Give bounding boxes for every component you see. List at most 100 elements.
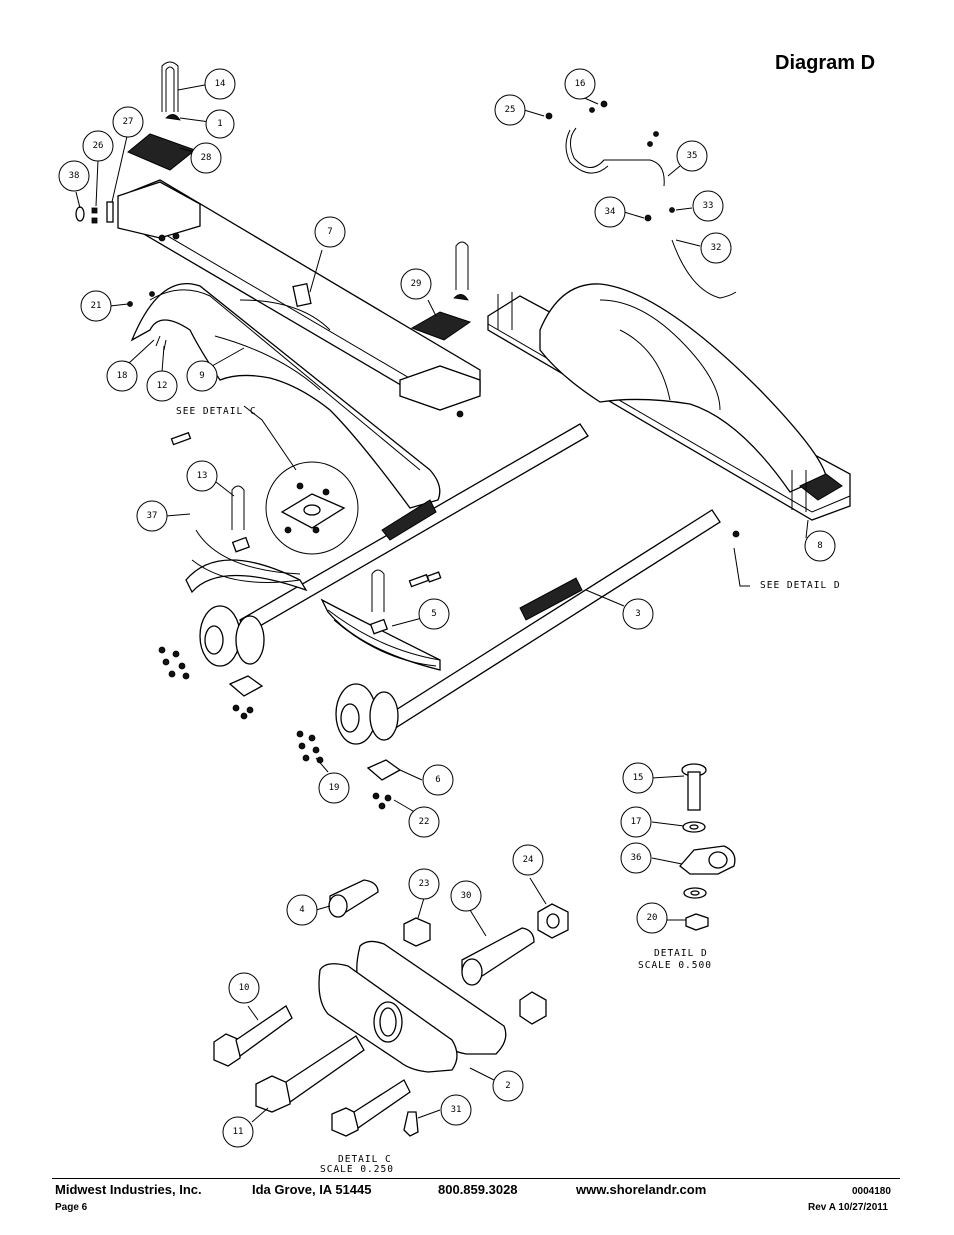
- svg-text:11: 11: [233, 1127, 244, 1137]
- detail-d-scale: SCALE 0.500: [638, 960, 712, 971]
- tie-plate-6: [366, 759, 402, 781]
- detail-c-title: DETAIL C: [338, 1154, 392, 1165]
- callout-32: 32: [700, 232, 732, 264]
- callout-34: 34: [594, 196, 626, 228]
- callout-23: 23: [408, 868, 440, 900]
- svg-text:28: 28: [201, 153, 212, 163]
- callout-9: 9: [186, 360, 218, 392]
- u-bolt-14: [161, 61, 179, 112]
- svg-text:31: 31: [451, 1105, 462, 1115]
- callout-16: 16: [564, 68, 596, 100]
- callout-37: 37: [136, 500, 168, 532]
- svg-text:20: 20: [647, 913, 658, 923]
- svg-text:29: 29: [411, 279, 422, 289]
- svg-text:7: 7: [327, 227, 332, 237]
- callout-24: 24: [512, 844, 544, 876]
- callout-13: 13: [186, 460, 218, 492]
- callout-38: 38: [58, 160, 90, 192]
- callout-18: 18: [106, 360, 138, 392]
- callout-2: 2: [492, 1070, 524, 1102]
- footer-city: Ida Grove, IA 51445: [252, 1182, 372, 1197]
- svg-text:25: 25: [505, 105, 516, 115]
- svg-text:24: 24: [523, 855, 534, 865]
- callout-19: 19: [318, 772, 350, 804]
- detail-c-bubble: [265, 461, 359, 555]
- footer-divider: [52, 1178, 900, 1179]
- svg-text:12: 12: [157, 381, 168, 391]
- callout-8: 8: [804, 530, 836, 562]
- callout-11: 11: [222, 1116, 254, 1148]
- svg-text:37: 37: [147, 511, 158, 521]
- callout-6: 6: [422, 764, 454, 796]
- leader-lines: [75, 83, 809, 1123]
- svg-text:26: 26: [93, 141, 104, 151]
- svg-text:16: 16: [575, 79, 586, 89]
- svg-text:38: 38: [69, 171, 80, 181]
- svg-text:5: 5: [431, 609, 436, 619]
- callout-7: 7: [314, 216, 346, 248]
- brake-line-35: [570, 127, 665, 187]
- footer-phone: 800.859.3028: [438, 1182, 518, 1197]
- callout-29: 29: [400, 268, 432, 300]
- u-bolt-29: [455, 241, 469, 290]
- svg-text:22: 22: [419, 817, 430, 827]
- callout-33: 33: [692, 190, 724, 222]
- detail-d-parts: [679, 763, 736, 931]
- callout-36: 36: [620, 842, 652, 874]
- callout-17: 17: [620, 806, 652, 838]
- axle-rear: [320, 509, 721, 745]
- callout-26: 26: [82, 130, 114, 162]
- pad-29: [410, 311, 472, 341]
- footer-doc-number: 0004180: [852, 1186, 891, 1197]
- svg-text:18: 18: [117, 371, 128, 381]
- svg-text:1: 1: [217, 119, 222, 129]
- footer-website: www.shorelandr.com: [576, 1182, 707, 1197]
- callout-15: 15: [622, 762, 654, 794]
- callout-22: 22: [408, 806, 440, 838]
- svg-text:30: 30: [461, 891, 472, 901]
- footer-company: Midwest Industries, Inc.: [55, 1182, 202, 1197]
- callout-14: 14: [204, 68, 236, 100]
- svg-text:17: 17: [631, 817, 642, 827]
- callout-20: 20: [636, 902, 668, 934]
- callout-27: 27: [112, 106, 144, 138]
- svg-text:33: 33: [703, 201, 714, 211]
- callout-25: 25: [494, 94, 526, 126]
- svg-text:35: 35: [687, 151, 698, 161]
- axle-front: [185, 423, 589, 667]
- svg-text:19: 19: [329, 783, 340, 793]
- callout-5: 5: [418, 598, 450, 630]
- pad-28: [127, 133, 197, 171]
- callout-10: 10: [228, 972, 260, 1004]
- callout-12: 12: [146, 370, 178, 402]
- diagram-title: Diagram D: [775, 52, 876, 74]
- svg-text:34: 34: [605, 207, 616, 217]
- svg-text:10: 10: [239, 983, 250, 993]
- callout-30: 30: [450, 880, 482, 912]
- callout-35: 35: [676, 140, 708, 172]
- brake-hose-32: [671, 239, 737, 299]
- tie-plate-left: [228, 675, 264, 697]
- footer-revision: Rev A 10/27/2011: [808, 1202, 888, 1213]
- svg-text:9: 9: [199, 371, 204, 381]
- frame-right-assembly: [487, 283, 851, 521]
- svg-text:4: 4: [299, 905, 304, 915]
- note-see-detail-c: SEE DETAIL C: [176, 406, 257, 417]
- detail-c-parts: [213, 879, 569, 1137]
- svg-text:32: 32: [711, 243, 722, 253]
- svg-text:14: 14: [215, 79, 226, 89]
- svg-text:27: 27: [123, 117, 134, 127]
- callout-21: 21: [80, 290, 112, 322]
- svg-text:36: 36: [631, 853, 642, 863]
- svg-text:8: 8: [817, 541, 822, 551]
- callout-3: 3: [622, 598, 654, 630]
- fender-left: [130, 282, 441, 509]
- callout-28: 28: [190, 142, 222, 174]
- svg-text:2: 2: [505, 1081, 510, 1091]
- callout-4: 4: [286, 894, 318, 926]
- svg-text:21: 21: [91, 301, 102, 311]
- svg-text:13: 13: [197, 471, 208, 481]
- callout-31: 31: [440, 1094, 472, 1126]
- svg-text:15: 15: [633, 773, 644, 783]
